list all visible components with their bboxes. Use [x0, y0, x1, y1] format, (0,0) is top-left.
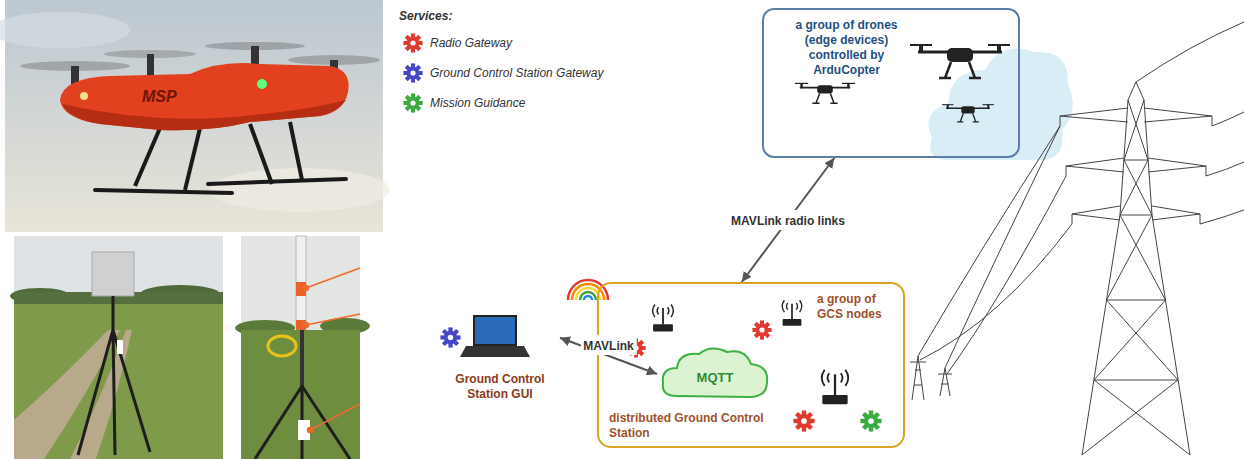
laptop-icon	[440, 316, 530, 357]
connector-arrow	[560, 338, 657, 374]
antenna-mast-photo	[235, 236, 370, 459]
gear-icon	[403, 93, 422, 112]
node-title: MQTT	[697, 370, 734, 386]
mqtt-cloud: MQTT	[657, 344, 773, 404]
legend-label: Radio Gateway	[430, 36, 512, 50]
legend-entry: Ground Control Station Gateway	[403, 63, 603, 83]
gear-swatch	[403, 33, 423, 53]
node-title: Ground Control Station GUI	[440, 372, 560, 402]
legend-entry: Radio Gateway	[403, 33, 512, 53]
connector-label-patch: MAVLink radio links	[728, 210, 848, 230]
gear-swatch	[403, 93, 423, 113]
connector-label: MAVLink	[583, 339, 633, 353]
gear-swatch	[403, 63, 423, 83]
drone-marking-text: MSP	[142, 88, 177, 105]
node-body: distributed Ground Control Station	[609, 411, 779, 441]
field-antenna-photo	[10, 236, 223, 459]
drone-marking: MSP	[142, 88, 177, 106]
connector-label: MAVLink radio links	[731, 214, 845, 228]
signal-rainbow	[568, 280, 608, 300]
node-title: a group of GCS nodes	[817, 292, 895, 322]
gui-laptop: Ground Control Station GUI	[440, 312, 560, 404]
cloud-shape	[663, 348, 767, 397]
power-pylons	[910, 22, 1244, 455]
connector-label-patch: MAVLink	[580, 335, 636, 355]
gcs-group-box: MQTT a group of GCS nodes distributed Grou…	[597, 282, 905, 448]
legend-entry: Mission Guidance	[403, 93, 525, 113]
gear-icon	[403, 33, 422, 52]
legend-title-text: Services:	[399, 9, 452, 23]
drone-group-box: a group of drones (edge devices) control…	[762, 8, 1020, 158]
node-title: a group of drones (edge devices) control…	[784, 18, 909, 78]
legend-label: Ground Control Station Gateway	[430, 66, 603, 80]
legend-label: Mission Guidance	[430, 96, 525, 110]
gear-icon	[403, 63, 422, 82]
legend-title: Services:	[399, 6, 452, 24]
drone-photo	[0, 0, 390, 232]
